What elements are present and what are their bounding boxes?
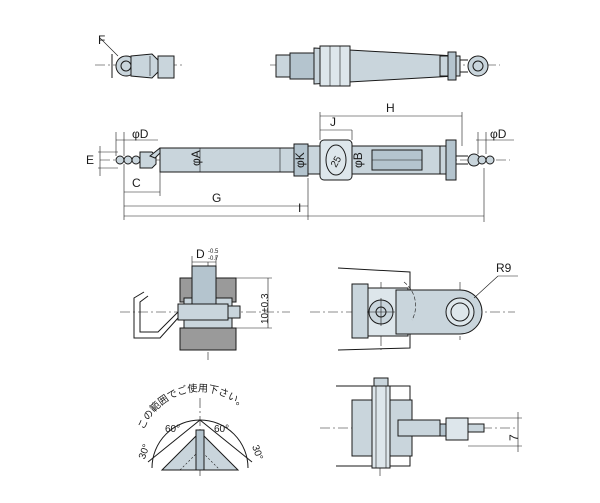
label-angle-30-right: 30° — [249, 444, 265, 462]
label-F: F — [98, 33, 105, 47]
top-right-assembly-view — [270, 45, 500, 87]
label-I: I — [298, 201, 301, 215]
label-C: C — [132, 176, 141, 190]
angle-range-detail: 60° 60° 30° 30° この範囲でご使用下さい。 — [137, 381, 265, 476]
label-phiD-right: φD — [490, 127, 507, 141]
label-tol-upper: -0.5 — [208, 249, 219, 255]
label-angle-30-left: 30° — [137, 443, 153, 461]
rod-end-top-detail: R9 — [310, 261, 518, 351]
main-view-dimensions: φD E C φA G I φK J H φB — [86, 101, 514, 222]
label-G: G — [212, 191, 221, 205]
label-angle-right: 60° — [214, 424, 229, 435]
hook-engagement-detail: D -0.5 -0.7 10±0.3 — [120, 247, 290, 360]
label-phiB: φB — [351, 152, 365, 168]
label-phiD-left: φD — [132, 127, 149, 141]
label-phiA: φA — [189, 150, 203, 166]
label-J: J — [330, 115, 336, 129]
label-angle-left: 60° — [165, 424, 180, 435]
svg-text:25: 25 — [329, 154, 344, 170]
label-phiK: φK — [293, 152, 307, 168]
label-D-detail: D — [196, 247, 205, 261]
label-tol-lower: -0.7 — [208, 256, 219, 262]
label-7: 7 — [507, 434, 521, 441]
top-left-rod-end-view: F — [95, 33, 185, 79]
label-R9: R9 — [496, 261, 512, 275]
label-10-tol: 10±0.3 — [260, 293, 271, 324]
label-usage-range-note: この範囲でご使用下さい。 — [137, 381, 249, 431]
label-H: H — [386, 101, 395, 115]
label-E: E — [86, 153, 94, 167]
side-section-detail: 7 — [320, 377, 522, 476]
main-side-view: 25 — [100, 139, 510, 181]
